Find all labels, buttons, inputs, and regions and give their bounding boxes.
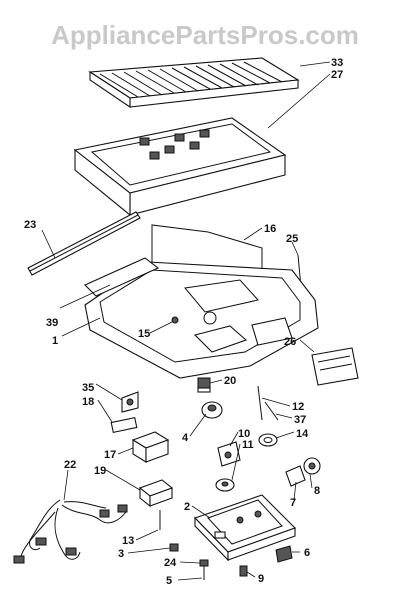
callout-25: 25 — [286, 233, 298, 245]
callout-11: 11 — [242, 439, 254, 451]
callout-20: 20 — [224, 375, 236, 387]
callout-8: 8 — [314, 485, 320, 497]
callout-37: 37 — [294, 414, 306, 426]
callout-39: 39 — [46, 317, 58, 329]
grille-part — [88, 57, 300, 109]
bracket-part — [121, 391, 139, 413]
callout-27: 27 — [331, 69, 343, 81]
callout-35: 35 — [82, 382, 94, 394]
callout-18: 18 — [82, 396, 94, 408]
callout-4: 4 — [182, 432, 189, 444]
fan-motor-part — [303, 457, 321, 475]
plug-part — [239, 565, 248, 577]
callout-10: 10 — [238, 428, 250, 440]
connector-part — [275, 545, 293, 563]
leader-lines — [41, 61, 331, 581]
callout-17: 17 — [104, 449, 116, 461]
shelf-frame-part — [73, 117, 287, 217]
spacer-part — [264, 401, 279, 421]
callout-12: 12 — [292, 401, 304, 413]
switch-part — [138, 479, 174, 508]
callout-3: 3 — [118, 548, 124, 560]
callout-22: 22 — [64, 459, 76, 471]
damper-part — [217, 441, 241, 467]
knob-part — [197, 377, 211, 393]
callout-5: 5 — [166, 575, 172, 587]
mounting-screw-part — [199, 559, 209, 580]
dial-part — [201, 401, 223, 419]
base-tray-part — [194, 494, 297, 562]
callout-26: 26 — [284, 336, 296, 348]
callout-2: 2 — [184, 501, 190, 513]
callout-labels: 33 27 23 16 25 39 1 15 26 35 18 20 12 37… — [24, 57, 343, 587]
motor-clip-part — [285, 465, 306, 487]
gear-part — [215, 478, 235, 492]
grommet-part — [258, 433, 278, 447]
clip-part — [110, 416, 138, 434]
small-clip-part — [169, 543, 179, 552]
thermostat-part — [131, 431, 170, 463]
trim-strip-part — [27, 211, 141, 276]
callout-23: 23 — [24, 219, 36, 231]
foam-packet-part — [311, 347, 359, 386]
callout-7: 7 — [290, 497, 296, 509]
callout-6: 6 — [304, 547, 310, 559]
callout-24: 24 — [164, 557, 177, 569]
callout-33: 33 — [331, 57, 343, 69]
callout-1: 1 — [52, 335, 58, 347]
housing-plate-part — [84, 257, 319, 379]
pin-part — [257, 385, 263, 421]
callout-13: 13 — [122, 535, 134, 547]
callout-16: 16 — [264, 223, 276, 235]
callout-19: 19 — [94, 465, 106, 477]
wire-harness-part — [13, 499, 128, 564]
callout-14: 14 — [296, 428, 309, 440]
callout-9: 9 — [258, 573, 264, 585]
callout-15: 15 — [138, 328, 150, 340]
watermark-text: AppliancePartsPros.com — [51, 20, 359, 50]
